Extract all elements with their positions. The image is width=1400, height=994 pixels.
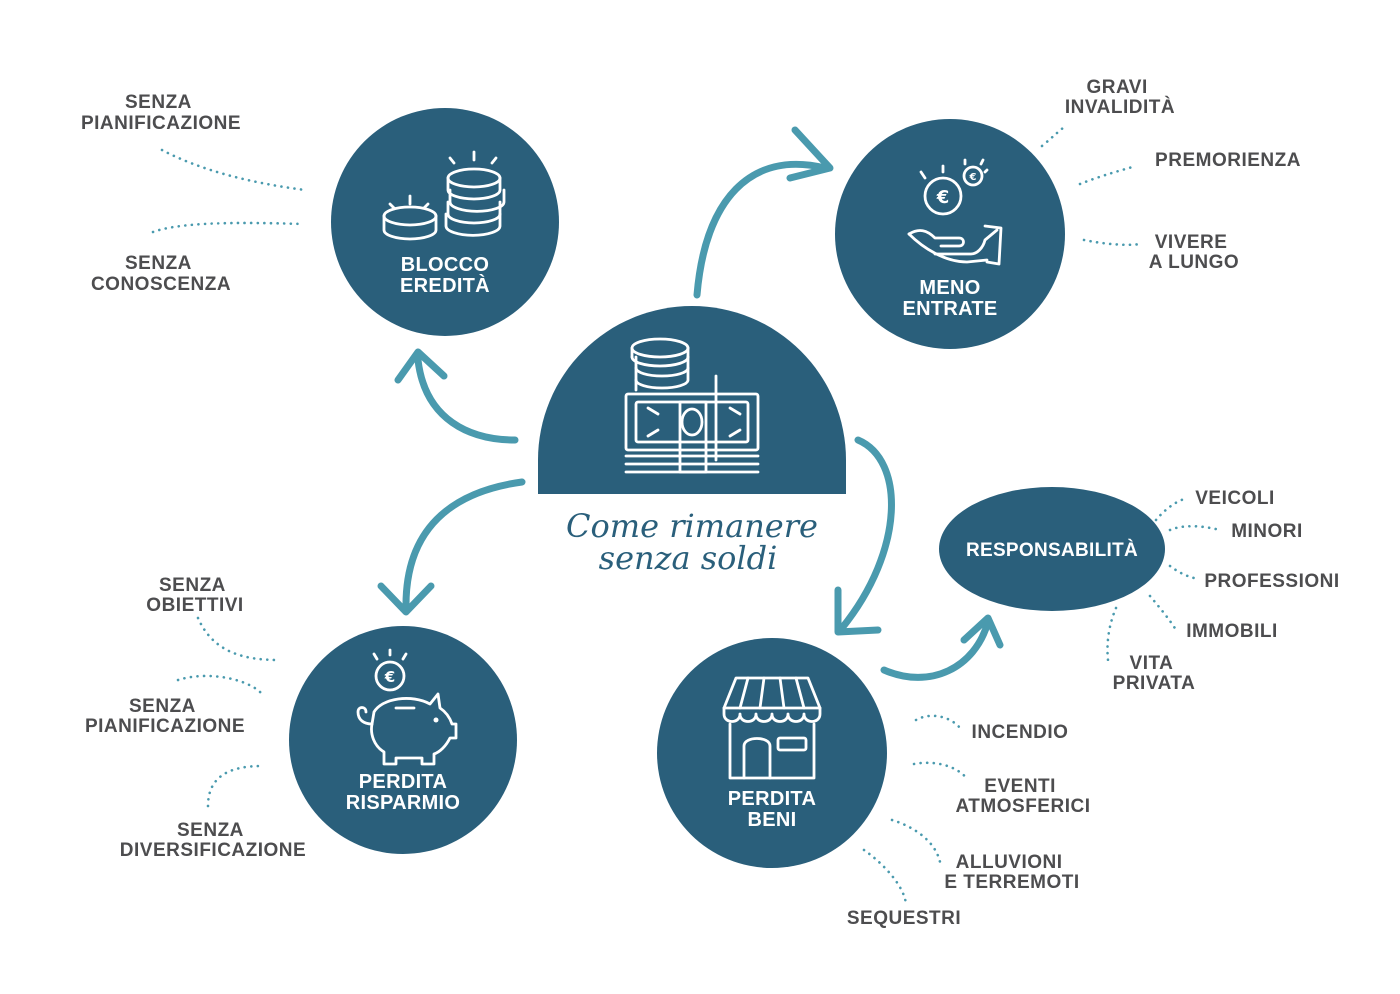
node-risparmio-line-1: PERDITA [359, 771, 447, 793]
label-immobili: IMMOBILI [1186, 621, 1278, 642]
arrow-to-meno-entrate [693, 126, 834, 299]
label-gravi-invaliditĂ: GRAVI INVALIDITÀ [1065, 77, 1175, 118]
labels-risparmio: SENZA OBIETTIVI SENZA PIANIFICAZIONE SEN… [85, 575, 306, 861]
labels-meno: GRAVI INVALIDITÀ PREMORIENZA VIVERE A LU… [1065, 77, 1301, 273]
label-alluvioni-e-terremoti: ALLUVIONI E TERREMOTI [944, 852, 1079, 893]
arrow-to-responsabilita [880, 614, 1004, 681]
center-dome [538, 306, 846, 494]
node-perdita-beni: PERDITA BENI [657, 638, 887, 868]
labels-responsabilita: VEICOLI MINORI PROFESSIONI IMMOBILI VITA… [1113, 488, 1340, 694]
node-beni-line-2: BENI [748, 809, 797, 831]
center-title-line-2: senza soldi [599, 539, 778, 577]
label-senza-diversificazione: SENZA DIVERSIFICAZIONE [120, 820, 306, 861]
node-responsabilita-label: RESPONSABILITÀ [966, 539, 1138, 561]
labels-beni: INCENDIO EVENTI ATMOSFERICI ALLUVIONI E … [847, 722, 1091, 929]
label-veicoli: VEICOLI [1195, 488, 1275, 509]
label-sequestri: SEQUESTRI [847, 908, 961, 929]
label-professioni: PROFESSIONI [1204, 571, 1339, 592]
labels-blocco: SENZA PIANIFICAZIONE SENZA CONOSCENZA [81, 92, 241, 295]
node-responsabilita: RESPONSABILITÀ [939, 487, 1165, 611]
shop-icon [722, 676, 822, 780]
center-title-line-1: Come rimanere [566, 507, 818, 545]
node-perdita-risparmio: € PERDITA RISPARMIO [289, 626, 517, 854]
coins-icon [382, 150, 506, 241]
node-blocco-line-1: BLOCCO [401, 254, 489, 276]
label-vivere-a-lungo: VIVERE A LUNGO [1149, 232, 1239, 273]
node-beni-line-1: PERDITA [728, 788, 816, 810]
node-blocco-line-2: EREDITÀ [400, 274, 490, 297]
node-meno-entrate: € € MENO ENTRATE [835, 119, 1065, 349]
label-vita-privata: VITA PRIVATA [1113, 653, 1196, 694]
label-senza-conoscenza: SENZA CONOSCENZA [91, 253, 231, 295]
arrow-to-perdita-beni [834, 436, 895, 636]
flow-arrows [377, 126, 1004, 681]
label-senza-pianificazione-1: SENZA PIANIFICAZIONE [81, 92, 241, 134]
label-senza-pianificazione-2: SENZA PIANIFICAZIONE [85, 696, 245, 737]
label-incendio: INCENDIO [972, 722, 1069, 743]
node-meno-line-1: MENO [919, 277, 980, 299]
arrow-to-blocco-ereditĂ [394, 348, 519, 444]
label-senza-obiettivi: SENZA OBIETTIVI [146, 575, 243, 616]
hand-euro-icon: € € [907, 158, 1003, 266]
label-minori: MINORI [1231, 521, 1303, 542]
dotted-connectors [151, 124, 1222, 906]
node-meno-line-2: ENTRATE [902, 298, 997, 320]
svg-text:€: € [384, 668, 395, 686]
svg-text:€: € [969, 172, 977, 183]
arrow-to-perdita-risparmio [377, 478, 526, 616]
label-premorienza: PREMORIENZA [1155, 150, 1301, 171]
label-eventi-atmosferici: EVENTI ATMOSFERICI [956, 776, 1091, 817]
node-blocco-ereditĂ: BLOCCO EREDITÀ [331, 108, 559, 336]
center-node [538, 306, 846, 494]
money-stack-icon [624, 337, 760, 474]
svg-text:€: € [936, 187, 950, 208]
piggy-bank-icon: € [356, 648, 458, 766]
node-risparmio-line-2: RISPARMIO [346, 792, 461, 814]
